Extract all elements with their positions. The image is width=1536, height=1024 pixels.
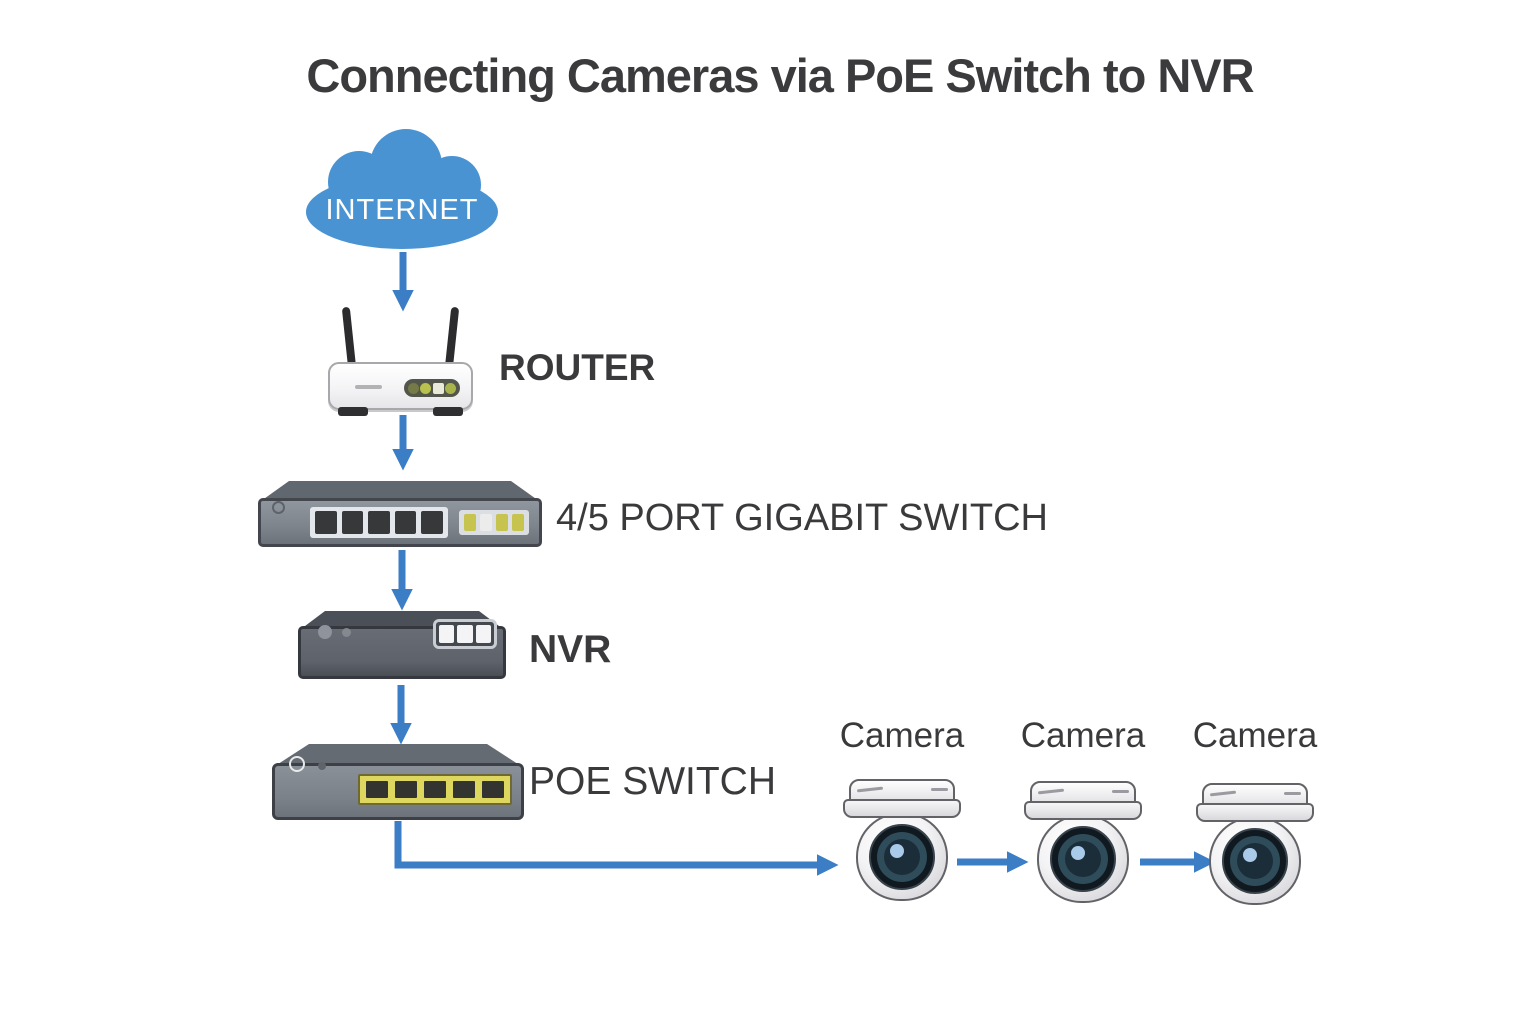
gigabit-switch-icon	[258, 481, 542, 547]
ethernet-port	[394, 511, 417, 534]
router-led	[408, 382, 420, 394]
camera-cap-mark	[931, 788, 948, 791]
poe-port	[366, 781, 388, 798]
camera-label-1: Camera	[839, 716, 965, 755]
router-body	[328, 362, 473, 410]
poe-port	[482, 781, 504, 798]
router-led	[420, 382, 432, 394]
camera-lens-core	[1237, 842, 1273, 879]
poe-port	[424, 781, 446, 798]
camera-label-2: Camera	[1020, 716, 1146, 755]
nvr-slot	[475, 625, 491, 643]
switch-led	[464, 514, 476, 531]
camera-cap-mark	[1284, 792, 1301, 795]
nvr-button	[342, 628, 351, 637]
gigabit-switch-top	[261, 481, 539, 501]
camera-cap-lip	[843, 799, 961, 818]
poe-switch-top	[275, 744, 521, 766]
power-led-ring	[289, 756, 305, 772]
router-vent-line	[355, 385, 382, 389]
camera-cap-lip	[1024, 801, 1142, 820]
router-foot	[433, 407, 463, 416]
nvr-slot	[457, 625, 473, 643]
lens-highlight	[890, 843, 904, 858]
arrow-poe-to-camera1	[394, 821, 839, 876]
router-antenna-left	[341, 306, 357, 370]
lens-highlight	[1243, 847, 1257, 862]
ethernet-port-strip	[310, 507, 448, 538]
router-icon	[328, 306, 473, 416]
nvr-icon	[298, 611, 506, 679]
dome-camera-icon	[1196, 783, 1314, 907]
camera-lens-core	[1065, 840, 1101, 877]
camera-cap-mark	[1112, 790, 1129, 793]
router-foot	[338, 407, 368, 416]
page-title: Connecting Cameras via PoE Switch to NVR	[306, 49, 1254, 102]
switch-led-panel	[459, 510, 529, 535]
poe-switch-icon	[272, 744, 524, 820]
ethernet-port	[315, 511, 337, 534]
nvr-slot	[439, 625, 455, 643]
camera-lens	[1050, 825, 1116, 892]
dome-camera-icon	[1024, 781, 1142, 905]
internet-label: INTERNET	[326, 194, 479, 226]
camera-lens-ring	[1058, 833, 1108, 884]
camera-dome	[1037, 814, 1129, 903]
router-led	[432, 382, 444, 394]
switch-led	[512, 514, 524, 531]
camera-lens	[869, 823, 935, 890]
camera-lens	[1222, 827, 1288, 894]
camera-cap-lip	[1196, 803, 1314, 822]
poe-reset-dot	[318, 762, 326, 770]
switch-led	[496, 514, 508, 531]
cloud-icon: INTERNET	[306, 129, 498, 249]
router-label: ROUTER	[499, 347, 656, 388]
camera-dome	[1209, 816, 1301, 905]
router-led	[444, 382, 456, 394]
camera-dome	[856, 812, 948, 901]
camera-label-3: Camera	[1192, 716, 1318, 755]
camera-lens-ring	[877, 831, 927, 882]
dome-camera-icon	[843, 779, 961, 903]
nvr-button	[318, 625, 332, 639]
nvr-label: NVR	[529, 628, 612, 671]
camera-lens-ring	[1230, 835, 1280, 886]
router-led-strip	[404, 379, 460, 397]
gigabit-switch-label: 4/5 PORT GIGABIT SWITCH	[556, 497, 1048, 539]
nvr-front-slots	[433, 619, 497, 649]
lens-highlight	[1071, 845, 1085, 860]
router-antenna-right	[444, 306, 460, 370]
poe-port-strip	[358, 774, 512, 805]
poe-port	[453, 781, 475, 798]
power-led-ring	[272, 501, 285, 514]
ethernet-port	[341, 511, 364, 534]
internet-node: INTERNET	[303, 128, 501, 250]
camera-lens-core	[884, 838, 920, 875]
ethernet-port	[421, 511, 443, 534]
poe-switch-label: POE SWITCH	[529, 760, 777, 803]
switch-led	[480, 514, 492, 531]
poe-port	[395, 781, 417, 798]
ethernet-port	[368, 511, 390, 534]
